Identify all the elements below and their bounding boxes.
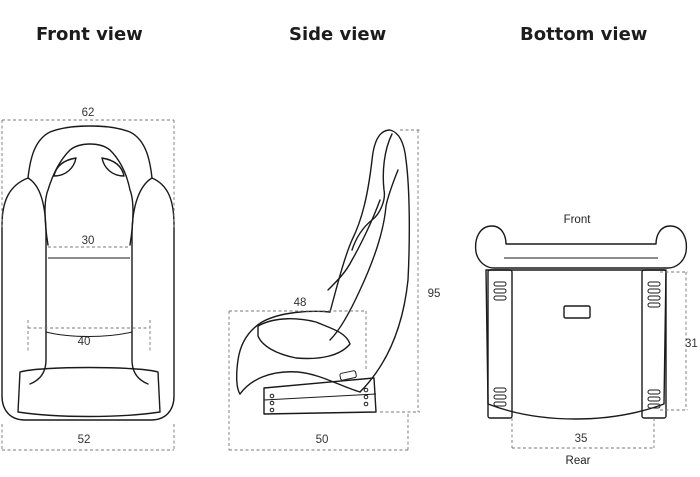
front-seat-outline — [1, 125, 175, 421]
side-logo-slot — [339, 370, 357, 381]
front-top-width-label: 62 — [82, 107, 95, 119]
bottom-front-label: Front — [564, 214, 592, 226]
bottom-front-bar — [474, 225, 688, 269]
bottom-center-slot — [563, 305, 591, 319]
side-view-seat — [235, 129, 410, 415]
bottom-view-seat: Front — [474, 214, 688, 420]
side-base-depth-label: 50 — [316, 434, 329, 446]
side-dimensions: 48 95 50 — [228, 129, 441, 451]
bottom-left-rear-holes — [493, 387, 507, 407]
side-thigh-bolster — [257, 318, 351, 360]
bottom-mount-width-label: 35 — [575, 433, 588, 445]
side-height-label: 95 — [428, 288, 441, 300]
side-seat-depth-label: 48 — [294, 297, 307, 309]
side-bolster-curve — [327, 199, 381, 291]
side-back-shell — [329, 129, 410, 393]
side-inner-bolster — [329, 169, 399, 341]
front-left-bolster — [27, 177, 47, 385]
side-rail-hole-5 — [363, 394, 369, 400]
front-backrest-inner — [44, 143, 134, 246]
side-rail-hole-3 — [269, 407, 275, 413]
side-rail-hole-2 — [269, 400, 275, 406]
bottom-right-rail — [641, 269, 667, 419]
bottom-mount-length-label: 31 — [685, 338, 698, 350]
bottom-dimensions: 31 35 Rear — [511, 271, 698, 467]
front-base-width-label: 52 — [78, 434, 91, 446]
side-rail-line — [263, 393, 377, 401]
bottom-rear-label: Rear — [566, 455, 591, 467]
bottom-right-rear-holes — [647, 389, 661, 409]
front-dimensions: 62 30 40 52 — [1, 107, 175, 451]
front-right-harness-slot — [101, 157, 125, 177]
side-rail-hole-4 — [363, 387, 369, 393]
front-lumbar-line — [45, 331, 133, 337]
front-view-seat — [1, 125, 175, 421]
bottom-view-title: Bottom view — [520, 24, 648, 45]
side-inner-back — [351, 133, 393, 251]
front-view-title: Front view — [36, 24, 143, 45]
bottom-pan — [485, 269, 667, 420]
front-seat-cushion — [17, 366, 161, 418]
side-view-title: Side view — [289, 24, 387, 45]
bottom-right-front-holes — [647, 281, 661, 308]
front-right-bolster — [131, 177, 153, 385]
side-rail-hole-6 — [363, 401, 369, 407]
front-shoulder-width-label: 30 — [82, 235, 95, 247]
bottom-left-rail — [487, 269, 513, 419]
side-rail-hole-1 — [269, 393, 275, 399]
side-seat-cushion — [235, 310, 331, 395]
side-mount-rail — [263, 377, 377, 415]
bottom-left-front-holes — [493, 281, 507, 301]
side-seat-base — [239, 371, 361, 395]
front-left-harness-slot — [53, 157, 77, 177]
front-seat-width-label: 40 — [78, 336, 91, 348]
